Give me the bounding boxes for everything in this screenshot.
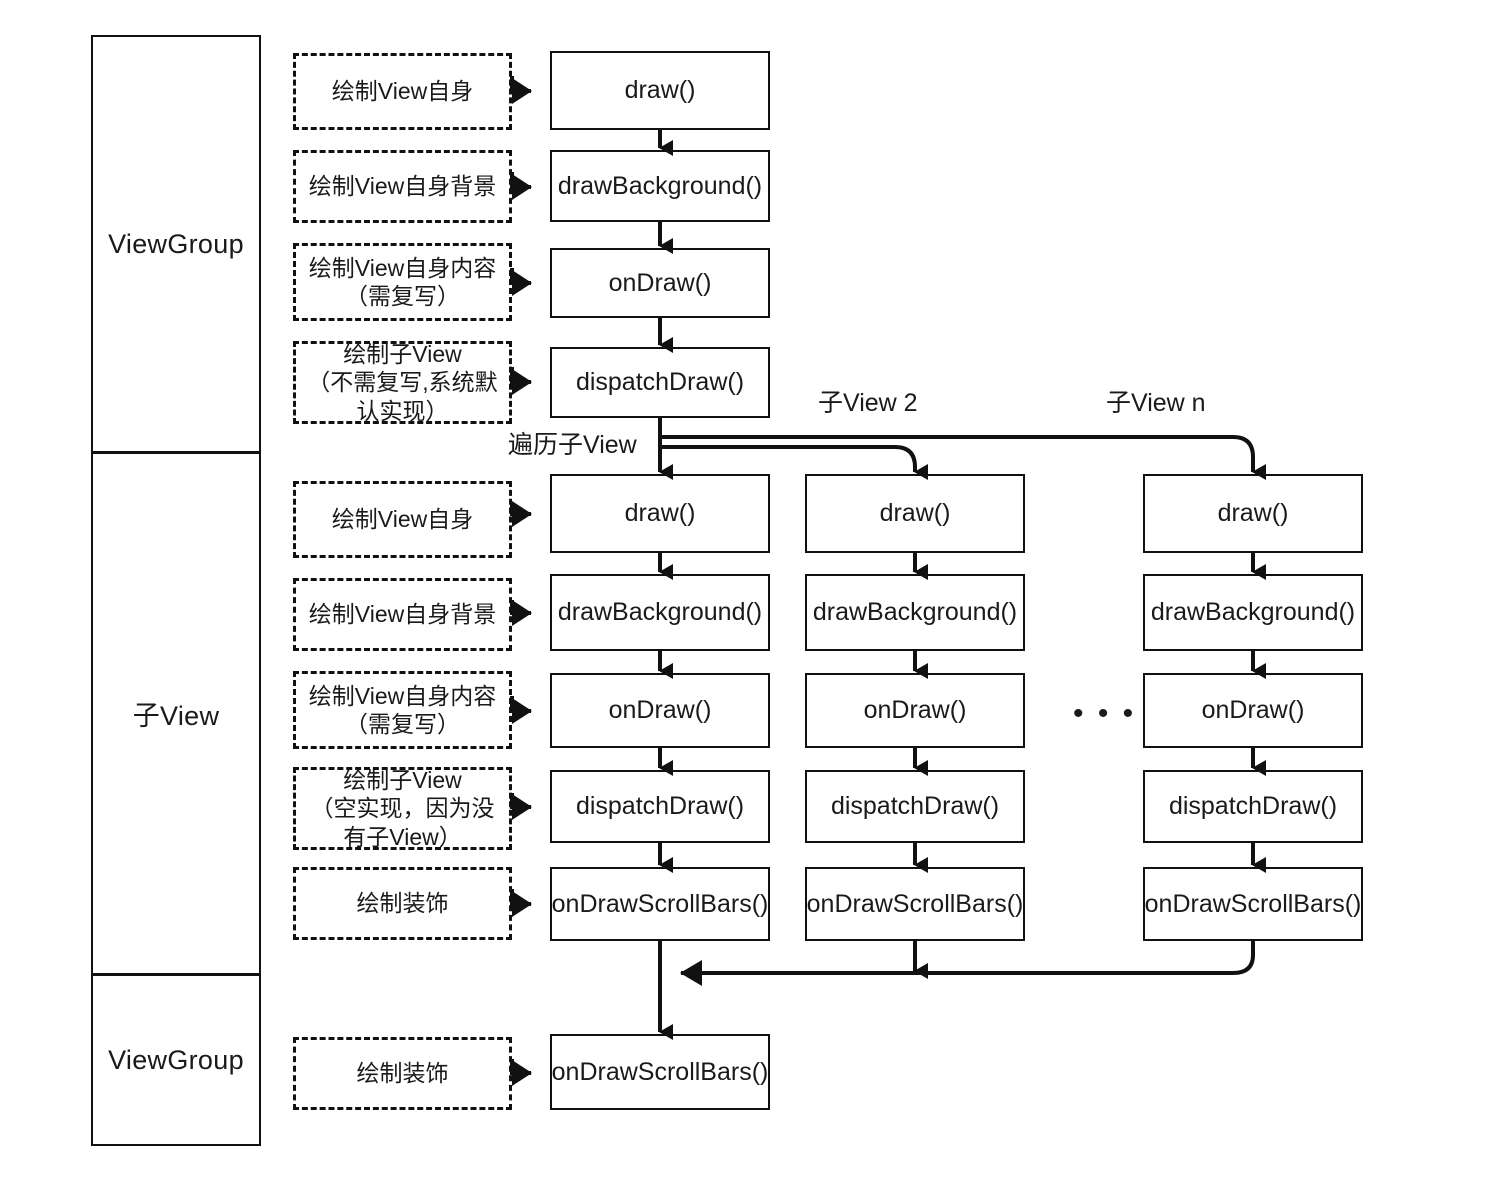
lane-label: ViewGroup [108,1044,244,1075]
method-label: drawBackground() [812,598,1018,627]
connector-annotation-to-method-child-1 [510,501,532,527]
method-label: draw() [624,76,696,105]
annotation-label: 绘制装饰 [356,890,449,917]
annotation-label: 绘制View自身背景 [308,173,497,200]
method-box-dispatchdraw-child2[interactable]: dispatchDraw() [805,770,1025,843]
column-header-child-view-2: 子View 2 [818,389,918,417]
method-label: dispatchDraw() [830,792,1000,821]
lane-label: ViewGroup [108,228,244,259]
connector-dispatchdraw-to-child2 [660,445,928,480]
method-label: onDraw() [1201,696,1305,725]
annotation-draw-decoration-bottom: 绘制装饰 [293,1037,512,1110]
connector-dispatchdraw-to-childn [660,435,1266,480]
method-label: onDrawScrollBars() [1144,889,1362,918]
method-label: onDrawScrollBars() [551,889,769,918]
connector-annotation-to-method-child-3 [510,696,532,724]
method-box-ondrawscrollbars-childn[interactable]: onDrawScrollBars() [1143,867,1363,941]
method-box-draw-childn[interactable]: draw() [1143,474,1363,553]
method-box-ondrawscrollbars-child1[interactable]: onDrawScrollBars() [550,867,770,941]
method-label: dispatchDraw() [1168,792,1338,821]
method-box-ondraw-childn[interactable]: onDraw() [1143,673,1363,748]
method-box-draw-child2[interactable]: draw() [805,474,1025,553]
annotation-label: 绘制装饰 [356,1060,449,1087]
annotation-label: 绘制View自身内容（需复写） [308,682,497,737]
ellipsis-more-children: • • • [1073,697,1137,730]
annotation-draw-background-child: 绘制View自身背景 [293,578,512,651]
method-label: drawBackground() [1150,598,1356,627]
lane-viewgroup-top: ViewGroup [91,35,261,453]
method-label: onDraw() [863,696,967,725]
connector-annotation-to-method-top-2 [510,172,532,200]
connector-annotation-to-method-child-4 [510,793,532,820]
annotation-draw-decoration-child: 绘制装饰 [293,867,512,940]
method-label: onDrawScrollBars() [551,1057,769,1086]
annotation-label: 绘制View自身背景 [308,601,497,628]
method-label: onDrawScrollBars() [806,889,1024,918]
annotation-label: 绘制View自身 [331,78,474,105]
method-label: draw() [879,499,951,528]
method-label: draw() [624,499,696,528]
annotation-draw-content-child: 绘制View自身内容（需复写） [293,671,512,749]
connector-childn-to-merge [680,941,1255,986]
annotation-label: 绘制子View（空实现，因为没有子View） [310,767,495,850]
method-box-dispatchdraw-child1[interactable]: dispatchDraw() [550,770,770,843]
method-label: draw() [1217,499,1289,528]
method-box-drawbackground-child1[interactable]: drawBackground() [550,574,770,651]
lane-viewgroup-bottom: ViewGroup [91,974,261,1146]
method-label: onDraw() [608,268,712,297]
lane-child-view: 子View [91,452,261,975]
method-label: drawBackground() [557,598,763,627]
method-box-ondrawscrollbars-bottom[interactable]: onDrawScrollBars() [550,1034,770,1110]
annotation-label: 绘制View自身 [331,506,474,533]
method-box-ondraw-top[interactable]: onDraw() [550,248,770,318]
connector-annotation-to-method-bottom [510,1059,532,1086]
connector-annotation-to-method-top-1 [510,76,532,104]
annotation-draw-content-top: 绘制View自身内容（需复写） [293,243,512,321]
connector-annotation-to-method-child-2 [510,600,532,626]
method-box-draw-top[interactable]: draw() [550,51,770,130]
method-label: onDraw() [608,696,712,725]
column-header-child-view-n: 子View n [1106,389,1206,417]
method-box-drawbackground-top[interactable]: drawBackground() [550,150,770,222]
method-box-drawbackground-childn[interactable]: drawBackground() [1143,574,1363,651]
method-box-dispatchdraw-childn[interactable]: dispatchDraw() [1143,770,1363,843]
annotation-draw-background-top: 绘制View自身背景 [293,150,512,223]
lane-label: 子View [132,701,220,731]
method-box-ondraw-child1[interactable]: onDraw() [550,673,770,748]
connector-annotation-to-method-top-3 [510,268,532,296]
annotation-label: 绘制子View（不需复写,系统默认实现） [307,341,498,424]
connector-annotation-to-method-child-5 [510,889,532,917]
method-label: dispatchDraw() [575,368,745,397]
annotation-label: 绘制View自身内容（需复写） [308,254,497,309]
connector-annotation-to-method-top-4 [510,367,532,395]
method-label: dispatchDraw() [575,792,745,821]
annotation-draw-children-top: 绘制子View（不需复写,系统默认实现） [293,341,512,424]
annotation-draw-children-child: 绘制子View（空实现，因为没有子View） [293,767,512,850]
method-box-drawbackground-child2[interactable]: drawBackground() [805,574,1025,651]
method-box-ondrawscrollbars-child2[interactable]: onDrawScrollBars() [805,867,1025,941]
method-label: drawBackground() [557,171,763,200]
method-box-dispatchdraw-top[interactable]: dispatchDraw() [550,347,770,418]
edge-label-traverse-children: 遍历子View [508,431,637,459]
annotation-draw-view-self-top: 绘制View自身 [293,53,512,130]
method-box-draw-child1[interactable]: draw() [550,474,770,553]
annotation-draw-view-self-child: 绘制View自身 [293,481,512,558]
method-box-ondraw-child2[interactable]: onDraw() [805,673,1025,748]
